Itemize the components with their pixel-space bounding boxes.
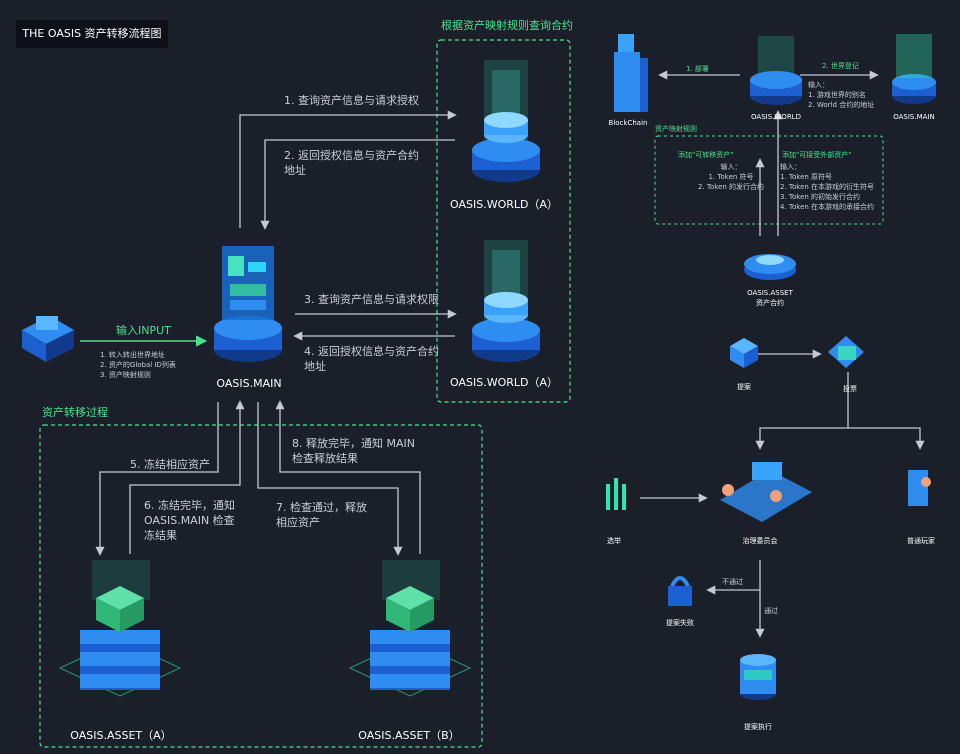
add-external-label: 添加"可接受外部资产" xyxy=(782,151,852,159)
oasis-world-a-top-label: OASIS.WORLD（A） xyxy=(450,198,558,211)
asset-contract-icon xyxy=(744,254,796,280)
failed-label: 提案失败 xyxy=(666,619,694,627)
election-icon xyxy=(606,478,626,510)
mapping-rules-region xyxy=(654,135,884,225)
proposal-label: 提案 xyxy=(737,383,751,391)
step-7-label: 7. 检查通过，释放 相应资产 xyxy=(276,501,367,529)
vote-icon xyxy=(828,336,864,368)
proposal-icon xyxy=(730,338,758,368)
blockchain-icon xyxy=(614,34,648,112)
world-query-region-label: 根据资产映射规则查询合约 xyxy=(441,19,573,32)
input-details: 1. 转入转出世界地址 2. 资产的Global ID列表 3. 资产映射规则 xyxy=(100,351,176,379)
step-8-label: 8. 释放完毕，通知 MAIN 检查释放结果 xyxy=(292,437,415,465)
external-input: 输入： 1. Token 原符号 2. Token 在本游戏的衍生符号 3. T… xyxy=(780,163,875,211)
execute-label: 提案执行 xyxy=(744,723,772,731)
step-2-label: 2. 返回授权信息与资产合约 地址 xyxy=(284,149,419,177)
register-label: 2. 世界登记 xyxy=(822,62,859,70)
right-oasis-world-label: OASIS.WORLD xyxy=(751,113,801,121)
step-5-label: 5. 冻结相应资产 xyxy=(130,458,210,471)
step-1-label: 1. 查询资产信息与请求授权 xyxy=(284,94,419,107)
deploy-label: 1. 部署 xyxy=(686,65,709,73)
execute-icon xyxy=(740,654,776,700)
committee-label: 治理委员会 xyxy=(742,537,778,545)
mapping-rules-label: 资产映射规则 xyxy=(655,125,697,133)
election-label: 选举 xyxy=(607,537,621,545)
player-label: 普通玩家 xyxy=(907,537,935,545)
player-icon xyxy=(908,470,931,506)
committee-icon xyxy=(720,462,812,522)
input-label: 输入INPUT xyxy=(116,324,171,337)
right-oasis-main-label: OASIS.MAIN xyxy=(893,113,935,121)
transferable-input: 输入： 1. Token 符号 2. Token 的发行合约 xyxy=(698,163,765,191)
step-6-label: 6. 冻结完毕，通知 OASIS.MAIN 检查 冻结果 xyxy=(144,499,235,542)
register-input: 输入： 1. 游戏世界的别名 2. World 合约的地址 xyxy=(808,81,875,109)
blockchain-label: BlockChain xyxy=(608,119,648,127)
oasis-world-a-top-icon xyxy=(472,60,540,182)
right-oasis-main-icon xyxy=(892,34,936,104)
reject-label: 不通过 xyxy=(722,578,743,586)
step-4-label: 4. 返回授权信息与资产合约 地址 xyxy=(304,345,439,373)
page-title: THE OASIS 资产转移流程图 xyxy=(16,20,168,48)
oasis-asset-a-label: OASIS.ASSET（A） xyxy=(70,729,172,742)
oasis-asset-b-label: OASIS.ASSET（B） xyxy=(358,729,460,742)
world-query-region xyxy=(436,39,571,403)
oasis-world-a-bottom-icon xyxy=(472,240,540,362)
right-oasis-world-icon xyxy=(750,36,802,105)
oasis-main-icon xyxy=(214,246,282,362)
oasis-world-a-bottom-label: OASIS.WORLD（A） xyxy=(450,376,558,389)
input-computer-icon xyxy=(22,316,74,362)
transfer-process-region-label: 资产转移过程 xyxy=(42,406,108,419)
lock-icon xyxy=(668,576,692,606)
asset-contract-label: OASIS.ASSET 资产合约 xyxy=(747,289,793,307)
pass-label: 通过 xyxy=(764,607,778,615)
transfer-process-region xyxy=(39,424,483,748)
oasis-main-label: OASIS.MAIN xyxy=(216,377,282,390)
vote-label: 投票 xyxy=(843,385,857,393)
oasis-asset-b-icon xyxy=(348,560,472,697)
step-3-label: 3. 查询资产信息与请求权限 xyxy=(304,293,439,306)
oasis-asset-a-icon xyxy=(58,560,182,697)
add-transferable-label: 添加"可转移资产" xyxy=(678,151,734,159)
